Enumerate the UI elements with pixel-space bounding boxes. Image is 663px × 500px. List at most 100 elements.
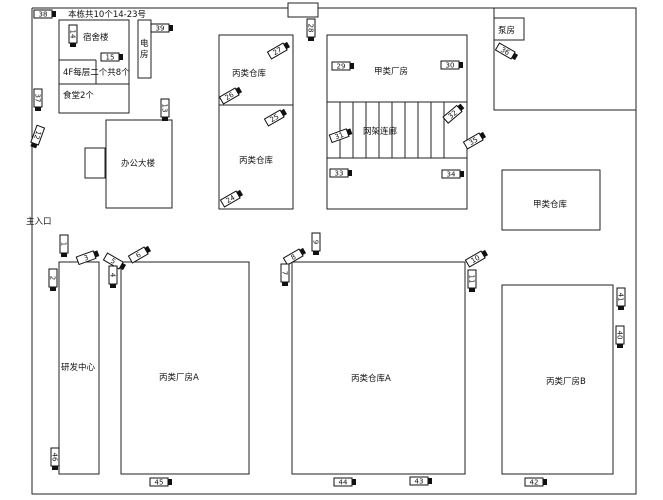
camera-45[interactable]: 45: [149, 477, 172, 487]
camera-9[interactable]: 9: [311, 232, 321, 255]
camera-number: 12: [32, 129, 43, 140]
camera-39[interactable]: 39: [150, 23, 173, 33]
camera-27[interactable]: 27: [266, 41, 291, 60]
camera-46[interactable]: 46: [50, 447, 60, 470]
camera-icon: [462, 132, 484, 150]
camera-number: 45: [155, 479, 164, 487]
camera-number: 44: [339, 479, 348, 487]
camera-4[interactable]: 4: [108, 265, 118, 288]
camera-number: 8: [290, 253, 298, 262]
camera-30[interactable]: 30: [440, 60, 463, 70]
camera-lens-icon: [283, 41, 291, 50]
camera-26[interactable]: 26: [218, 86, 243, 105]
bing-plant-a: [120, 261, 250, 475]
label-power-room-2: 房: [140, 49, 149, 60]
camera-1[interactable]: 1: [59, 234, 69, 257]
camera-icon: [464, 250, 486, 268]
camera-13[interactable]: 13: [160, 98, 170, 121]
camera-number: 25: [269, 113, 281, 124]
camera-24[interactable]: 24: [219, 189, 244, 208]
camera-number: 29: [337, 63, 346, 71]
camera-5[interactable]: 5: [102, 252, 127, 271]
camera-number: 43: [415, 478, 424, 486]
camera-number: 33: [335, 170, 344, 178]
camera-38[interactable]: 38: [33, 9, 56, 19]
camera-number: 11: [468, 275, 476, 284]
camera-lens-icon: [511, 52, 519, 61]
camera-lens-icon: [50, 287, 56, 291]
camera-lens-icon: [52, 466, 58, 470]
camera-number: 5: [109, 257, 117, 266]
camera-12[interactable]: 12: [29, 124, 46, 149]
camera-29[interactable]: 29: [331, 61, 354, 71]
jia-store: [501, 169, 601, 231]
camera-number: 14: [69, 30, 77, 39]
label-dorm-note: 4F每层二个共8个: [63, 67, 130, 78]
camera-6[interactable]: 6: [127, 245, 152, 264]
camera-lens-icon: [61, 253, 67, 257]
camera-14[interactable]: 14: [68, 24, 78, 47]
camera-number: 2: [49, 276, 57, 280]
camera-lens-icon: [119, 262, 127, 271]
camera-number: 13: [161, 104, 169, 113]
label-jia-store: 甲类仓库: [533, 199, 568, 210]
bing-plant-b: [501, 284, 614, 475]
camera-lens-icon: [168, 479, 172, 485]
camera-10[interactable]: 10: [464, 249, 489, 268]
camera-lens-icon: [428, 478, 432, 484]
camera-number: 38: [39, 11, 48, 19]
camera-44[interactable]: 44: [333, 477, 356, 487]
camera-icon: [442, 104, 463, 124]
camera-number: 15: [106, 54, 115, 62]
camera-lens-icon: [457, 103, 465, 111]
camera-36[interactable]: 36: [494, 42, 519, 61]
camera-2[interactable]: 2: [48, 268, 58, 291]
camera-33[interactable]: 33: [329, 168, 352, 178]
camera-42[interactable]: 42: [524, 477, 547, 487]
camera-37[interactable]: 37: [33, 88, 43, 111]
camera-11[interactable]: 11: [467, 269, 477, 292]
label-jia-plant: 甲类厂房: [374, 66, 408, 77]
corridor-hatch: [339, 102, 445, 158]
camera-lens-icon: [236, 189, 244, 198]
camera-lens-icon: [144, 245, 152, 254]
camera-lens-icon: [313, 251, 319, 255]
camera-number: 35: [468, 136, 480, 147]
camera-lens-icon: [308, 37, 314, 41]
label-main-entrance: 主入口: [26, 216, 52, 227]
camera-lens-icon: [350, 63, 354, 69]
camera-40[interactable]: 40: [615, 325, 625, 348]
camera-lens-icon: [346, 128, 353, 136]
camera-31[interactable]: 31: [328, 127, 353, 144]
label-bing-plant-b: 丙类厂房B: [546, 376, 586, 387]
bing-store-block: [218, 34, 294, 210]
camera-8[interactable]: 8: [282, 247, 307, 266]
camera-7[interactable]: 7: [280, 263, 290, 286]
camera-lens-icon: [481, 249, 489, 258]
camera-lens-icon: [479, 131, 487, 140]
camera-32[interactable]: 32: [442, 103, 465, 124]
camera-lens-icon: [460, 171, 464, 177]
camera-43[interactable]: 43: [409, 476, 432, 486]
header-note: 本栋共10个14-23号: [68, 9, 146, 20]
camera-3[interactable]: 3: [75, 249, 100, 266]
camera-41[interactable]: 41: [616, 287, 626, 310]
camera-lens-icon: [352, 479, 356, 485]
camera-number: 4: [109, 273, 117, 278]
camera-28[interactable]: 28: [306, 18, 316, 41]
camera-25[interactable]: 25: [263, 108, 288, 127]
camera-number: 3: [83, 254, 90, 263]
camera-15[interactable]: 15: [100, 52, 123, 62]
camera-34[interactable]: 34: [441, 169, 464, 179]
camera-number: 39: [156, 25, 165, 33]
camera-number: 7: [281, 271, 289, 275]
camera-icon: [75, 250, 97, 266]
gate-house: [287, 2, 319, 18]
camera-number: 28: [307, 24, 315, 33]
label-office: 办公大楼: [121, 158, 156, 169]
camera-lens-icon: [30, 142, 38, 149]
camera-lens-icon: [618, 306, 624, 310]
camera-35[interactable]: 35: [462, 131, 487, 150]
camera-lens-icon: [35, 107, 41, 111]
label-corridor: 网架连廊: [363, 126, 398, 137]
